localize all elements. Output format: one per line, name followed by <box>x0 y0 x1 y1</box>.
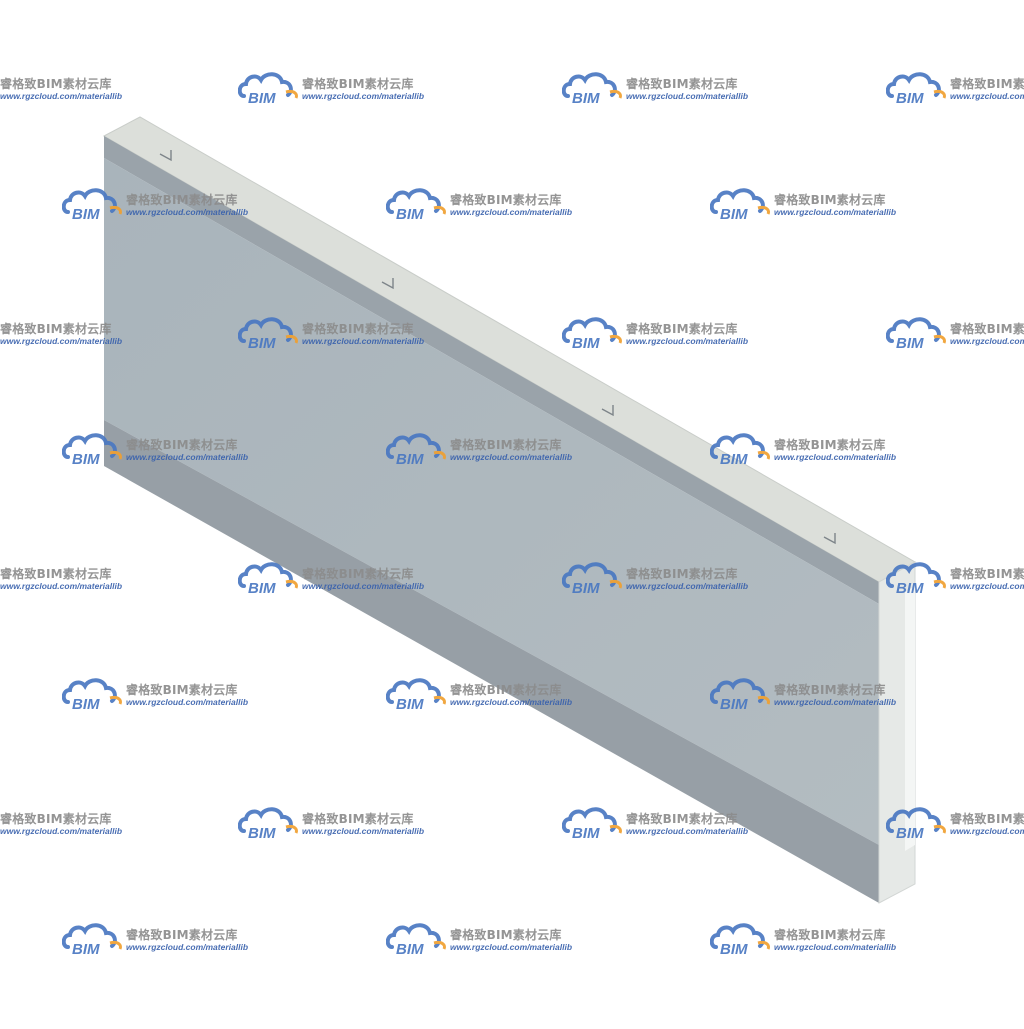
lifting-anchor-1 <box>159 150 172 162</box>
panel-end-groove <box>905 586 915 851</box>
panel-lower-band <box>104 420 879 903</box>
panel-upper-band <box>104 136 879 604</box>
lifting-anchor-2 <box>381 278 394 290</box>
lifting-anchor-3 <box>601 405 614 417</box>
lifting-anchor-marks <box>159 150 836 545</box>
panel-front-face <box>104 158 879 845</box>
lifting-anchor-4 <box>823 533 836 545</box>
